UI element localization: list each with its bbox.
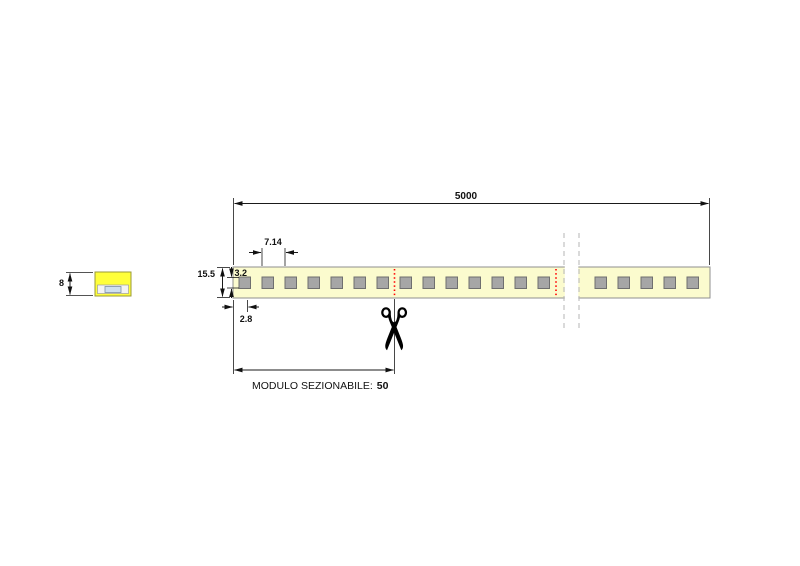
dim-edge-offset-label: 2.8	[240, 314, 253, 324]
dim-led-pitch-label: 7.14	[264, 237, 282, 247]
dim-edge-offset: 2.8	[222, 300, 259, 324]
module-caption: MODULO SEZIONABILE: 50	[252, 380, 389, 392]
module-label: MODULO SEZIONABILE:	[252, 380, 373, 392]
profile-cross-section	[94, 271, 132, 297]
dim-led-size-label: 3.2	[234, 268, 247, 278]
led-chip	[307, 276, 320, 289]
dim-total-length-label: 5000	[455, 191, 478, 202]
led-chip	[445, 276, 458, 289]
led-chip	[514, 276, 527, 289]
led-chip	[353, 276, 366, 289]
led-chip	[261, 276, 274, 289]
led-chip	[491, 276, 504, 289]
led-chip	[594, 276, 607, 289]
module-value: 50	[377, 380, 389, 392]
led-chip	[468, 276, 481, 289]
led-chip	[422, 276, 435, 289]
dim-total-length: 5000	[233, 191, 710, 265]
led-chip	[617, 276, 630, 289]
dim-strip-width-label: 15.5	[197, 269, 215, 279]
dim-strip-width: 15.5	[197, 267, 230, 298]
led-chip	[399, 276, 412, 289]
profile-led-chip	[104, 286, 122, 293]
led-chip	[330, 276, 343, 289]
dim-profile-height: 8	[59, 272, 93, 296]
led-array	[238, 276, 699, 289]
strip-assembly	[232, 233, 711, 332]
led-chip	[640, 276, 653, 289]
led-chip	[663, 276, 676, 289]
led-chip	[284, 276, 297, 289]
led-chip	[238, 276, 251, 289]
dim-led-pitch: 7.14	[249, 237, 298, 266]
scissors-icon: ✂	[359, 305, 427, 354]
break-lines	[563, 233, 580, 332]
dim-profile-height-label: 8	[59, 278, 64, 288]
dim-led-size: 3.2	[227, 267, 247, 298]
led-chip	[686, 276, 699, 289]
dim-module: MODULO SEZIONABILE: 50	[233, 299, 395, 392]
strip-break-gap	[564, 263, 579, 302]
led-chip	[376, 276, 389, 289]
led-chip	[537, 276, 550, 289]
cut-lines	[393, 269, 557, 296]
